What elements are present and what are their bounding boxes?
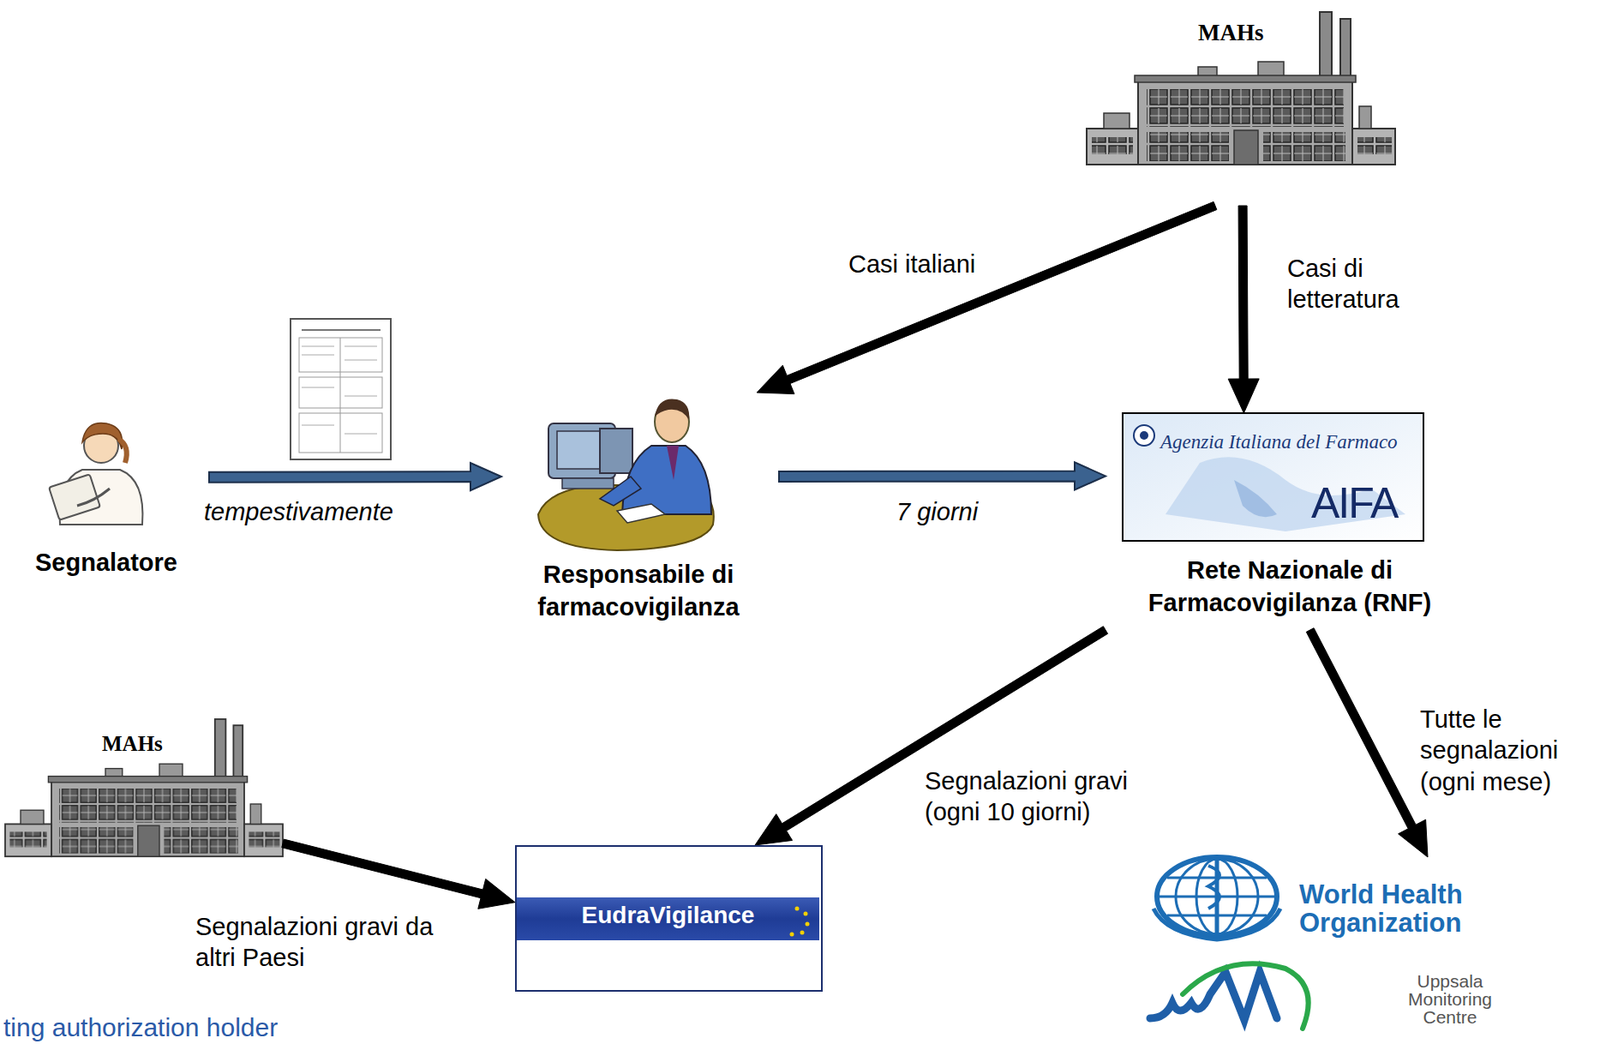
operator-icon bbox=[538, 398, 714, 551]
edge-label: 7 giorni bbox=[894, 496, 1019, 528]
arrow-shape bbox=[209, 462, 502, 491]
arrow-shape bbox=[756, 201, 1217, 394]
factory-icon bbox=[1086, 11, 1396, 165]
node-text: MAHs bbox=[101, 730, 163, 757]
factory-node: MAHs bbox=[1086, 10, 1393, 206]
arrow-shape bbox=[1306, 628, 1428, 857]
edge-label: Casi italiani bbox=[846, 248, 1022, 280]
edge-label: tempestivamente bbox=[202, 496, 463, 528]
who-emblem bbox=[1153, 856, 1281, 940]
node-text: Responsabile di farmacovigilanza bbox=[501, 558, 776, 624]
eudra-band bbox=[516, 897, 820, 941]
arrow-shape bbox=[779, 461, 1106, 490]
flow-arrow bbox=[1306, 628, 1428, 857]
pv-manager-node: Responsabile di farmacovigilanza bbox=[501, 392, 780, 633]
eudravigilance-box: EudraVigilance bbox=[515, 844, 823, 992]
aifa-node: Agenzia Italiana del FarmacoAIFA Rete Naz… bbox=[1105, 413, 1478, 630]
edge-label: Segnalazioni gravi da altri Paesi bbox=[193, 910, 463, 974]
node-text: World Health Organization bbox=[1299, 880, 1583, 937]
node-text: MAHs bbox=[1198, 18, 1265, 48]
node-text: AIFA bbox=[1311, 479, 1397, 528]
umc-logo bbox=[1150, 963, 1309, 1029]
flow-arrow bbox=[756, 201, 1217, 394]
node-text: Uppsala Monitoring Centre bbox=[1390, 971, 1511, 1026]
eu-stars bbox=[790, 906, 810, 937]
edge-label: Tutte le segnalazioni (ogni mese) bbox=[1418, 703, 1594, 798]
node-text: Agenzia Italiana del Farmaco bbox=[1160, 430, 1418, 456]
edge-label: Casi di letteratura bbox=[1285, 252, 1435, 316]
report-form bbox=[290, 318, 391, 460]
arrow-shape bbox=[1228, 205, 1259, 414]
arrow-shape bbox=[281, 838, 516, 909]
node-text: Rete Nazionale di Farmacovigilanza (RNF) bbox=[1105, 554, 1475, 619]
factory-node: MAHs bbox=[5, 719, 283, 857]
flow-arrow bbox=[779, 461, 1106, 490]
node-text: EudraVigilance bbox=[516, 900, 820, 930]
flow-arrow bbox=[209, 462, 502, 491]
node-text: Segnalatore bbox=[6, 546, 206, 578]
flow-arrow bbox=[1228, 205, 1259, 414]
factory-icon bbox=[5, 719, 283, 857]
reporter-icon bbox=[48, 422, 143, 525]
footer-note: ting authorization holder bbox=[3, 1011, 278, 1044]
edge-label: Segnalazioni gravi (ogni 10 giorni) bbox=[922, 765, 1184, 828]
who-umc-node: World Health OrganizationUppsala Monitor… bbox=[1139, 856, 1595, 1037]
reporter-node: Segnalatore bbox=[6, 418, 210, 592]
flow-arrow bbox=[281, 838, 516, 909]
aifa-logo bbox=[1122, 413, 1424, 541]
